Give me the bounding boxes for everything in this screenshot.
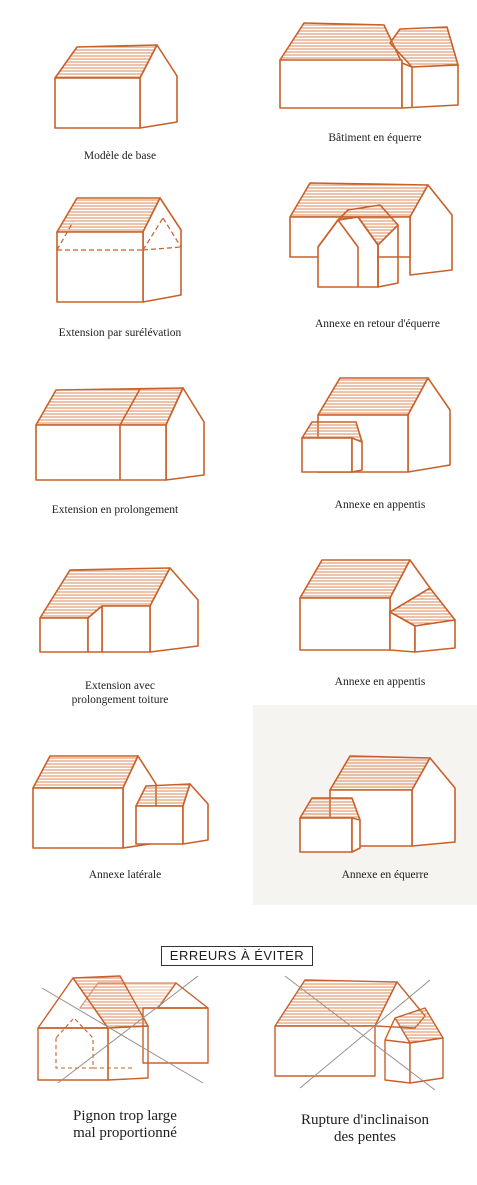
figure-annexe-equerre [290, 750, 470, 865]
caption-text-line2: mal proportionné [73, 1125, 177, 1141]
house-drawing [279, 22, 459, 109]
figure-error-rupture [265, 968, 455, 1093]
caption-text: Annexe en retour d'équerre [315, 318, 440, 330]
caption-error-rupture: Rupture d'inclinaison des pentes [270, 1112, 460, 1146]
caption-error-pignon: Pignon trop large mal proportionné [35, 1108, 215, 1142]
caption-retour-equerre: Annexe en retour d'équerre [285, 317, 470, 331]
caption-text-line1: Pignon trop large [73, 1108, 177, 1124]
caption-text: Bâtiment en équerre [328, 132, 422, 144]
figure-equerre-building [272, 15, 467, 130]
figure-error-pignon [28, 968, 218, 1086]
house-drawing [301, 377, 451, 473]
house-drawing [274, 975, 444, 1091]
figure-surelevation [45, 190, 195, 320]
caption-text-line1: Extension avec [85, 680, 155, 692]
caption-appentis-1: Annexe en appentis [300, 498, 460, 512]
caption-text: Modèle de base [83, 150, 157, 162]
caption-annexe-equerre: Annexe en équerre [305, 868, 465, 882]
caption-text: Extension par surélévation [58, 327, 182, 339]
caption-text: Extension en prolongement [51, 504, 179, 516]
house-drawing [32, 755, 209, 849]
caption-text-line1: Rupture d'inclinaison [300, 1112, 430, 1128]
errors-title: ERREURS À ÉVITER [161, 946, 313, 966]
caption-prolongement-toiture: Extension avec prolongement toiture [30, 679, 210, 707]
house-drawing [299, 559, 456, 653]
caption-text-line2: prolongement toiture [71, 694, 169, 706]
error-cross [284, 975, 436, 1091]
caption-text: Annexe latérale [88, 869, 162, 881]
house-drawing [299, 755, 456, 853]
caption-appentis-2: Annexe en appentis [300, 675, 460, 689]
caption-surelevation: Extension par surélévation [20, 326, 220, 340]
house-drawing [37, 975, 209, 1084]
caption-text: Annexe en équerre [341, 869, 429, 881]
caption-text: Annexe en appentis [334, 676, 426, 688]
caption-laterale: Annexe latérale [45, 868, 205, 882]
figure-base-house [45, 40, 195, 140]
house-drawing [289, 182, 453, 288]
figure-prolongement [28, 380, 208, 490]
caption-equerre: Bâtiment en équerre [290, 131, 460, 145]
house-drawing [39, 567, 199, 653]
caption-prolongement: Extension en prolongement [10, 503, 220, 517]
caption-base: Modèle de base [45, 149, 195, 163]
error-cross [41, 975, 204, 1084]
house-drawing [54, 44, 178, 129]
house-drawing [56, 197, 182, 303]
figure-retour-equerre [280, 175, 465, 305]
figure-appentis-2 [290, 550, 470, 670]
caption-text-line2: des pentes [333, 1129, 397, 1145]
figure-prolongement-toiture [30, 558, 210, 668]
figure-appentis-1 [290, 370, 465, 485]
figure-laterale [28, 748, 223, 858]
house-drawing [35, 387, 205, 481]
caption-text: Annexe en appentis [334, 499, 426, 511]
